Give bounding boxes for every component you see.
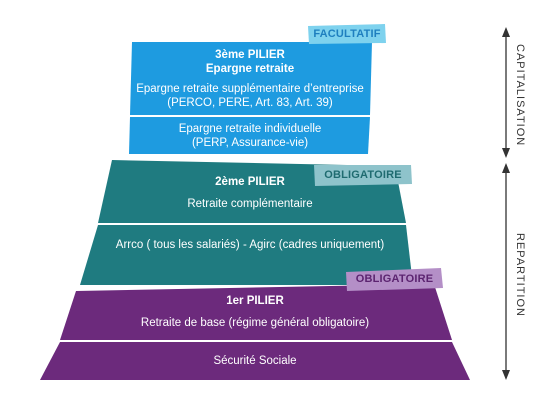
capitalisation-label: CAPITALISATION bbox=[514, 44, 526, 147]
tier3-row2-line2: (PERP, Assurance-vie) bbox=[191, 137, 309, 149]
tier1-bottom-block bbox=[40, 342, 470, 380]
tier1-top-block bbox=[60, 284, 452, 340]
obligatoire-badge-2: OBLIGATOIRE bbox=[324, 169, 402, 181]
facultatif-badge: FACULTATIF bbox=[313, 28, 381, 40]
obligatoire-badge-2-bg bbox=[314, 165, 412, 186]
tier1-title: 1er PILIER bbox=[226, 295, 284, 307]
tier1-row2: Sécurité Sociale bbox=[213, 355, 297, 367]
repartition-label: REPARTITION bbox=[514, 233, 526, 317]
tier2-bottom-block bbox=[80, 225, 413, 285]
repartition-arrow bbox=[502, 163, 510, 380]
tier1-row1: Retraite de base (régime général obligat… bbox=[140, 317, 370, 329]
tier2-row2: Arrco ( tous les salariés) - Agirc (cadr… bbox=[115, 239, 385, 251]
facultatif-badge-bg bbox=[308, 24, 386, 44]
tier3-subtitle: Epargne retraite bbox=[205, 63, 295, 75]
capitalisation-arrow bbox=[502, 27, 510, 158]
tier3-row2-line1: Epargne retraite individuelle bbox=[178, 123, 322, 135]
tier2-row1: Retraite complémentaire bbox=[187, 198, 313, 210]
obligatoire-badge-1-bg bbox=[346, 268, 443, 291]
tier3-row1-line2: (PERCO, PERE, Art. 83, Art. 39) bbox=[167, 97, 333, 109]
tier3-row1-line1: Epargne retraite supplémentaire d’entrep… bbox=[136, 83, 364, 95]
tier3-top-block bbox=[130, 42, 372, 115]
tier3-bottom-block bbox=[129, 117, 370, 154]
tier2-title: 2ème PILIER bbox=[215, 176, 285, 188]
obligatoire-badge-1: OBLIGATOIRE bbox=[355, 273, 434, 285]
tier3-title: 3ème PILIER bbox=[215, 49, 285, 61]
